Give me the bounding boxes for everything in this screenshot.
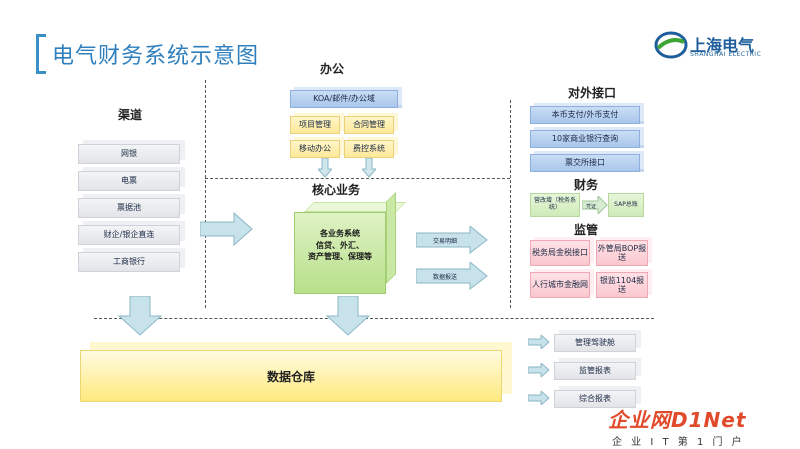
logo-name: 上海电气 [690,36,755,55]
office-item: 费控系统 [344,140,394,158]
output-item: 监管报表 [554,362,636,380]
arrow-label: 数据报送 [432,274,457,281]
supervision-item: 外管局BOP报送 [596,240,648,266]
arrow-down-icon [362,158,376,178]
finance-left: 营改增（税务系统） [530,193,580,217]
watermark-subtitle: 企 业 I T 第 1 门 户 [612,437,745,448]
section-core: 核心业务 [312,183,361,197]
core-line: 信贷、外汇、 [316,240,364,250]
office-item: 合同管理 [344,116,394,134]
arrow-down-icon [318,158,332,178]
office-item: 项目管理 [290,116,340,134]
finance-right: SAP总账 [608,193,644,217]
arrow-down-icon [118,296,162,336]
divider-right [510,100,511,308]
channel-item: 财企/银企直连 [78,225,180,245]
arrow-right-icon [200,212,253,246]
core-cube-side [386,192,396,284]
supervision-item: 人行城市金融网 [530,272,590,298]
page-title: 电气财务系统示意图 [52,44,260,69]
arrow-right-icon [528,363,550,377]
data-warehouse: 数据仓库 [80,350,502,402]
core-cube [294,212,386,294]
arrow-right-icon [528,335,550,349]
external-item: 票交所接口 [530,154,640,172]
section-office: 办公 [320,62,345,76]
channel-item: 网银 [78,144,180,164]
divider-left [205,80,206,308]
core-text: 各业务系统 信贷、外汇、 资产管理、保理等 [294,228,386,263]
divider-bottom [94,318,654,319]
divider-middle [205,178,510,179]
section-finance: 财务 [574,178,599,192]
supervision-item: 税务局金税接口 [530,240,590,266]
office-top: KOA/邮件/办公域 [290,90,398,108]
section-channel: 渠道 [118,108,143,122]
external-item: 10家商业银行查询 [530,130,640,148]
shanghai-electric-logo-icon [654,31,688,59]
arrow-right-icon [416,262,488,290]
arrow-right-icon [416,226,488,254]
section-external: 对外接口 [568,86,617,100]
arrow-down-icon [326,296,370,336]
channel-item: 票据池 [78,198,180,218]
title-bracket [36,34,46,74]
core-line: 各业务系统 [320,229,360,238]
section-supervision: 监管 [574,223,599,237]
output-item: 综合报表 [554,390,636,408]
output-item: 管理驾驶舱 [554,334,636,352]
channel-item: 工商银行 [78,252,180,272]
watermark-logo: 企业网D1Net [608,408,747,432]
arrow-label: 交易明细 [432,238,457,245]
arrow-right-icon [582,196,608,214]
supervision-item: 银监1104报送 [596,272,648,298]
logo-subtitle: SHANGHAI ELECTRIC [690,51,762,58]
channel-item: 电票 [78,171,180,191]
finance-arrow-label: 凭证 [585,204,596,210]
office-item: 移动办公 [290,140,340,158]
core-line: 资产管理、保理等 [308,252,372,262]
arrow-right-icon [528,391,550,405]
external-item: 本币支付/外币支付 [530,106,640,124]
